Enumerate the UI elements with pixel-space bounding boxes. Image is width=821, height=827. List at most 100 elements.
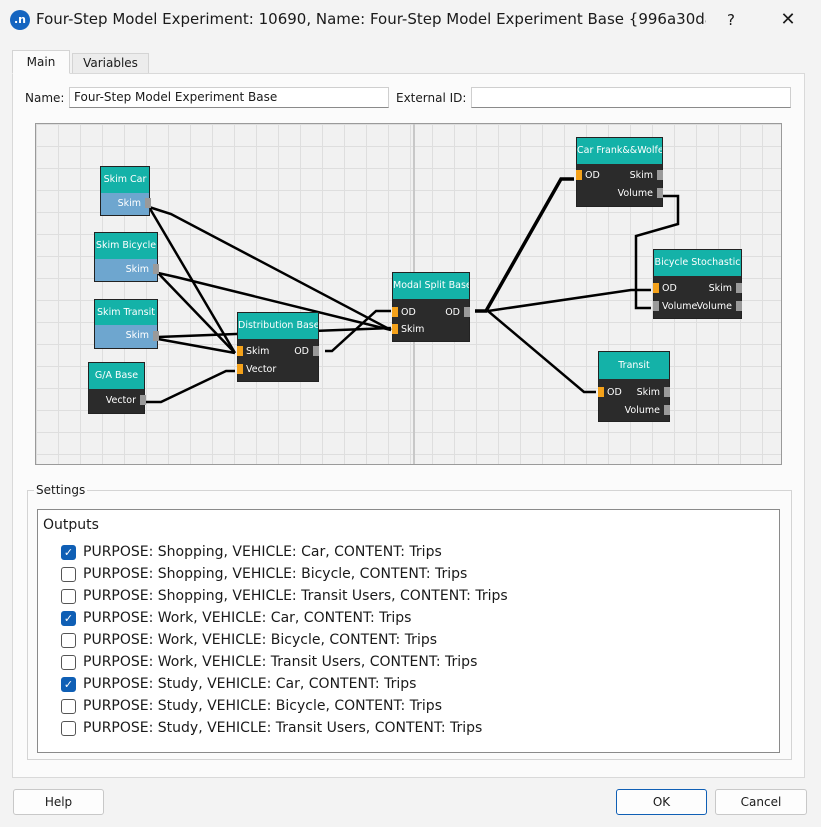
output-port-skim[interactable] [153,264,159,274]
tab-variables[interactable]: Variables [72,53,149,74]
node-title: Skim Bicycle [95,233,157,259]
close-icon[interactable]: ✕ [780,9,796,30]
wire-ga-to-distribution[interactable] [146,369,235,404]
output-option[interactable]: PURPOSE: Work, VEHICLE: Bicycle, CONTENT… [61,630,437,650]
outputs-list[interactable] [37,509,780,753]
output-port-od[interactable] [313,346,319,356]
node-modal-split-base[interactable]: Modal Split Base OD Skim OD [392,272,470,342]
output-port-od[interactable] [464,307,470,317]
checkbox-unchecked-icon[interactable] [61,698,76,714]
output-option-label: PURPOSE: Work, VEHICLE: Car, CONTENT: Tr… [83,610,412,626]
checkbox-checked-icon[interactable]: ✓ [61,676,76,692]
node-distribution-base[interactable]: Distribution Base Skim Vector OD [237,312,319,382]
node-body: OD Skim Volume [598,379,670,421]
output-option-label: PURPOSE: Work, VEHICLE: Transit Users, C… [83,654,478,670]
wire-modal-split-to-car[interactable] [475,177,574,313]
node-body: Vector [89,389,146,413]
output-port-skim[interactable] [153,331,159,341]
input-port-skim[interactable] [237,346,243,356]
node-ga-base[interactable]: G/A Base Vector [88,362,146,414]
input-port-skim[interactable] [392,324,398,334]
checkbox-checked-icon[interactable]: ✓ [61,610,76,626]
checkbox-unchecked-icon[interactable] [61,566,76,582]
output-option[interactable]: ✓ PURPOSE: Study, VEHICLE: Car, CONTENT:… [61,674,416,694]
checkbox-checked-icon[interactable]: ✓ [61,544,76,560]
node-skim-bicycle[interactable]: Skim Bicycle Skim [94,232,159,282]
port-label-volume: Volume [617,188,653,199]
name-input[interactable]: Four-Step Model Experiment Base [69,87,389,108]
title-bar: .n Four-Step Model Experiment: 10690, Na… [0,0,821,42]
output-option[interactable]: PURPOSE: Study, VEHICLE: Transit Users, … [61,718,482,738]
node-skim-transit[interactable]: Skim Transit Skim [94,299,159,349]
input-port-od[interactable] [653,283,659,293]
output-option[interactable]: PURPOSE: Shopping, VEHICLE: Transit User… [61,586,508,606]
output-port-skim[interactable] [736,283,742,293]
output-option-label: PURPOSE: Shopping, VEHICLE: Bicycle, CON… [83,566,468,582]
input-port-od[interactable] [392,307,398,317]
input-port-volume[interactable] [653,301,659,311]
output-port-volume[interactable] [664,405,670,415]
node-skim-car[interactable]: Skim Car Skim [100,166,151,216]
output-port-skim[interactable] [145,198,151,208]
input-port-vector[interactable] [237,364,243,374]
output-option[interactable]: ✓ PURPOSE: Shopping, VEHICLE: Car, CONTE… [61,542,442,562]
node-title: Transit [599,352,669,379]
cancel-button[interactable]: Cancel [715,789,807,815]
output-port-skim[interactable] [657,170,663,180]
output-option-label: PURPOSE: Shopping, VEHICLE: Car, CONTENT… [83,544,442,560]
output-port-volume[interactable] [736,301,742,311]
checkbox-unchecked-icon[interactable] [61,588,76,604]
node-title: Skim Transit [95,300,157,325]
node-transit[interactable]: Transit OD Skim Volume [598,351,670,422]
ok-button[interactable]: OK [616,789,707,815]
input-port-od[interactable] [598,387,604,397]
wire-distribution-to-modal-split[interactable] [325,309,391,353]
port-label-skim: Skim [246,346,270,357]
external-id-input[interactable] [471,87,791,108]
wire-skim-bicycle-to-modal-split[interactable] [157,271,392,332]
port-label-vector: Vector [105,395,136,406]
wire-skim-bicycle-to-distribution[interactable] [157,272,236,354]
port-label-skim: Skim [629,170,653,181]
checkbox-unchecked-icon[interactable] [61,654,76,670]
window-title: Four-Step Model Experiment: 10690, Name:… [36,10,706,28]
port-label-od: OD [662,283,677,294]
node-title: Car Frank&&Wolfe [577,138,662,164]
model-graph-canvas[interactable]: Skim Car Skim Skim Bicycle Skim Skim Tra… [35,123,782,465]
help-icon[interactable]: ? [727,11,735,29]
node-body: Skim Vector OD [237,339,319,381]
input-port-od[interactable] [576,170,582,180]
output-option[interactable]: PURPOSE: Shopping, VEHICLE: Bicycle, CON… [61,564,467,584]
wire-skim-transit-to-distribution[interactable] [157,337,236,355]
output-port-vector[interactable] [140,395,146,405]
tab-main[interactable]: Main [12,50,70,74]
port-label-volume-in: Volume [662,301,698,312]
output-option-label: PURPOSE: Study, VEHICLE: Car, CONTENT: T… [83,676,417,692]
wire-skim-car-to-modal-split[interactable] [148,205,392,332]
port-label-volume-out: Volume [696,301,732,312]
checkbox-unchecked-icon[interactable] [61,632,76,648]
output-port-volume[interactable] [657,188,663,198]
node-body: Skim [95,325,159,348]
node-car-frank-wolfe[interactable]: Car Frank&&Wolfe OD Skim Volume [576,137,663,207]
output-option[interactable]: PURPOSE: Study, VEHICLE: Bicycle, CONTEN… [61,696,442,716]
port-label-skim: Skim [125,330,149,341]
output-port-skim[interactable] [664,387,670,397]
output-option[interactable]: ✓ PURPOSE: Work, VEHICLE: Car, CONTENT: … [61,608,411,628]
port-label-od: OD [294,346,309,357]
node-body: Skim [101,193,151,215]
output-option-label: PURPOSE: Study, VEHICLE: Bicycle, CONTEN… [83,698,442,714]
wire-modal-split-to-transit[interactable] [475,309,596,394]
port-label-skim: Skim [117,198,141,209]
name-label: Name: [25,91,65,105]
output-option[interactable]: PURPOSE: Work, VEHICLE: Transit Users, C… [61,652,477,672]
port-label-volume: Volume [624,405,660,416]
checkbox-unchecked-icon[interactable] [61,720,76,736]
port-label-vector: Vector [246,364,277,375]
wire-modal-split-to-bicycle[interactable] [475,288,651,313]
wire-car-volume-to-bicycle[interactable] [634,194,680,310]
port-label-od: OD [401,307,416,318]
help-button[interactable]: Help [13,789,104,815]
node-bicycle-stochastic[interactable]: Bicycle Stochastic OD Volume Skim Volume [653,249,742,319]
outputs-title: Outputs [43,517,99,533]
